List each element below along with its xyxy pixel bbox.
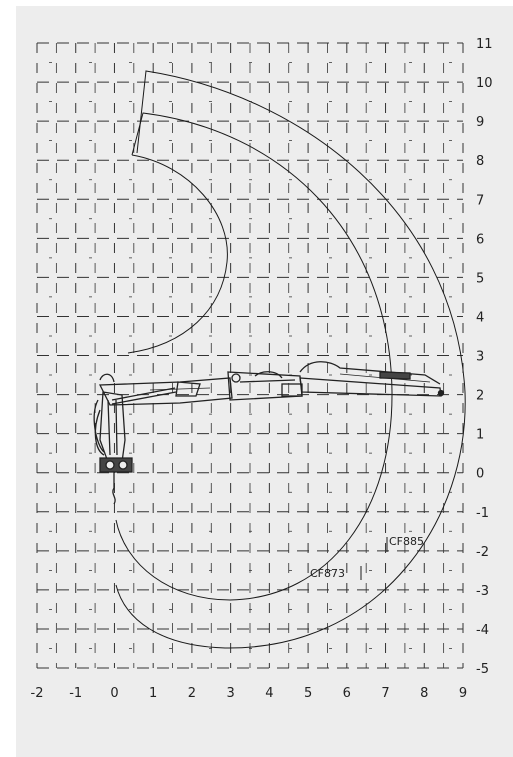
inner-reach-curve <box>127 154 228 354</box>
y-tick-label: -1 <box>476 506 489 521</box>
crane-main-cylinder <box>111 387 177 405</box>
x-tick-label: -2 <box>31 686 44 701</box>
y-tick-label: -3 <box>476 584 489 599</box>
y-tick-label: 8 <box>476 154 484 169</box>
y-tick-label: 4 <box>476 310 484 325</box>
x-tick-label: 5 <box>304 686 312 701</box>
y-tick-label: 3 <box>476 350 484 365</box>
y-tick-label: -4 <box>476 623 489 638</box>
y-tick-label: 11 <box>476 37 493 52</box>
cf885-label: CF885 <box>389 535 424 548</box>
y-tick-label: 7 <box>476 193 484 208</box>
x-tick-label: 9 <box>459 686 467 701</box>
y-tick-label: 0 <box>476 467 484 482</box>
x-tick-label: 3 <box>226 686 234 701</box>
x-tick-label: 0 <box>110 686 118 701</box>
x-tick-label: 6 <box>343 686 351 701</box>
x-tick-label: 1 <box>149 686 157 701</box>
cf873-label: CF873 <box>310 567 345 580</box>
cf873-outer-curve <box>115 112 393 601</box>
cf885-outer-curve <box>115 70 466 649</box>
y-tick-label: 6 <box>476 232 484 247</box>
y-tick-label: 5 <box>476 271 484 286</box>
y-tick-label: 10 <box>476 76 493 91</box>
x-tick-label: 7 <box>381 686 389 701</box>
x-tick-label: 2 <box>188 686 196 701</box>
y-tick-label: 9 <box>476 115 484 130</box>
x-tick-label: 8 <box>420 686 428 701</box>
y-tick-label: 1 <box>476 428 484 443</box>
x-tick-label: -1 <box>69 686 82 701</box>
crane-main-boom <box>98 377 233 406</box>
reach-curves <box>115 70 466 649</box>
y-tick-label: -5 <box>476 662 489 677</box>
crane-illustration <box>93 361 445 505</box>
boom-tip <box>437 389 445 397</box>
x-tick-label: 4 <box>265 686 273 701</box>
y-tick-label: -2 <box>476 545 489 560</box>
grid <box>36 42 464 669</box>
y-tick-label: 2 <box>476 389 484 404</box>
